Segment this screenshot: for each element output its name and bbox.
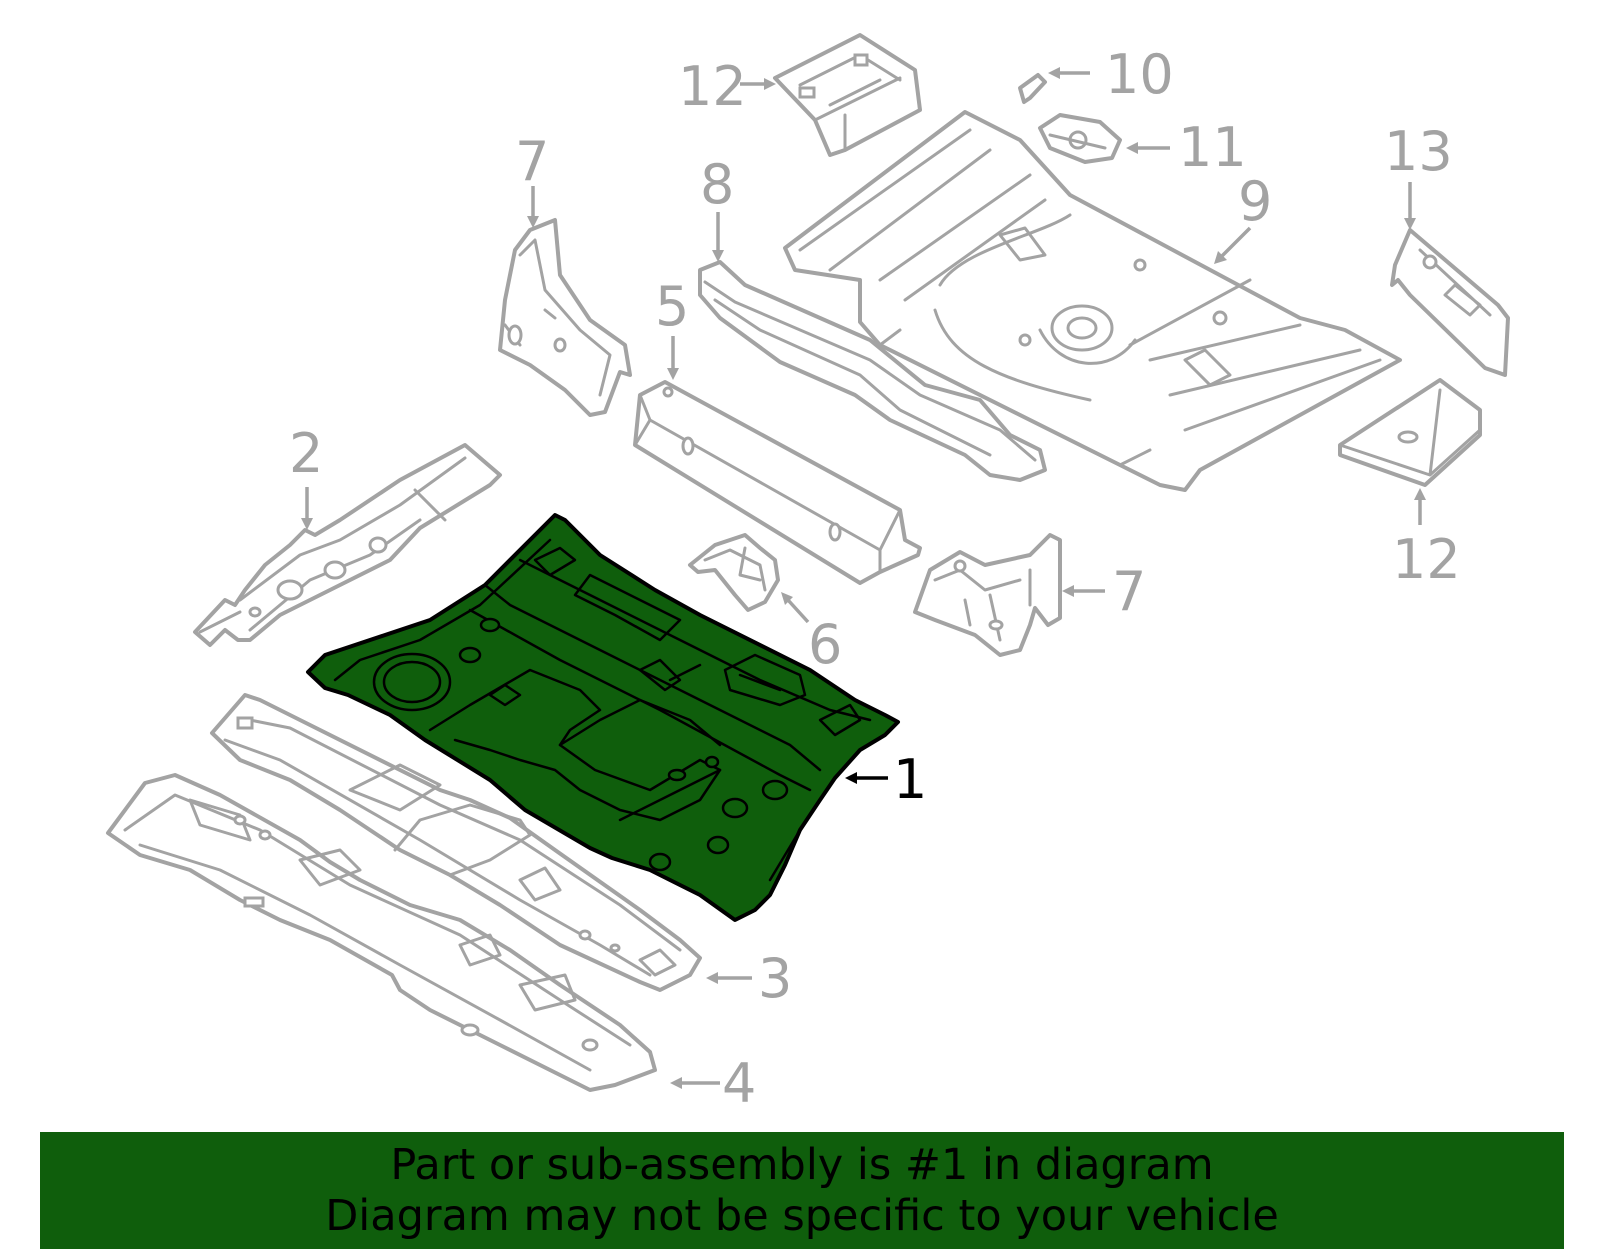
part-2-rail[interactable] bbox=[193, 443, 502, 647]
part-7-right-bracket[interactable] bbox=[913, 533, 1062, 657]
callout-7-left: 7 bbox=[515, 130, 549, 193]
parts-diagram: 12 10 11 13 9 8 7 5 12 7 6 2 1 3 4 bbox=[106, 33, 1510, 1115]
callout-8: 8 bbox=[700, 153, 734, 216]
part-1-front-floor-pan[interactable] bbox=[306, 513, 900, 922]
callout-11: 11 bbox=[1178, 116, 1247, 179]
part-11-plate[interactable] bbox=[1038, 113, 1122, 164]
part-4-sill-outer[interactable] bbox=[106, 773, 657, 1092]
part-10-clip[interactable] bbox=[1018, 73, 1047, 104]
part-13-bracket[interactable] bbox=[1390, 228, 1510, 377]
part-9-rear-floor-pan[interactable] bbox=[783, 110, 1402, 492]
callout-12-top: 12 bbox=[678, 55, 747, 118]
callout-2: 2 bbox=[289, 422, 323, 485]
callout-13: 13 bbox=[1384, 120, 1453, 183]
part-8-rail[interactable] bbox=[698, 260, 1047, 482]
part-5-crossmember[interactable] bbox=[633, 380, 922, 585]
callout-1: 1 bbox=[893, 748, 927, 811]
callout-labels: 12 10 11 13 9 8 7 5 12 7 6 2 1 3 4 bbox=[289, 43, 1461, 1115]
callout-3: 3 bbox=[758, 947, 792, 1010]
callout-12-right: 12 bbox=[1392, 528, 1461, 591]
callout-9: 9 bbox=[1238, 170, 1272, 233]
callout-7-right: 7 bbox=[1112, 560, 1146, 623]
info-banner: Part or sub-assembly is #1 in diagram Di… bbox=[40, 1132, 1564, 1249]
callout-6: 6 bbox=[808, 613, 842, 676]
callout-4: 4 bbox=[722, 1052, 756, 1115]
part-3-sill[interactable] bbox=[210, 693, 702, 992]
banner-line-part: Part or sub-assembly is #1 in diagram bbox=[390, 1139, 1214, 1190]
banner-line-disclaimer: Diagram may not be specific to your vehi… bbox=[325, 1190, 1279, 1241]
part-7-left-bracket[interactable] bbox=[498, 218, 632, 417]
part-6-bracket[interactable] bbox=[688, 533, 780, 612]
leaders bbox=[301, 67, 1426, 1089]
callout-5: 5 bbox=[655, 275, 689, 338]
part-12-right-bracket[interactable] bbox=[1338, 378, 1482, 487]
callout-10: 10 bbox=[1105, 43, 1174, 106]
part-12-top-bracket[interactable] bbox=[773, 33, 922, 157]
